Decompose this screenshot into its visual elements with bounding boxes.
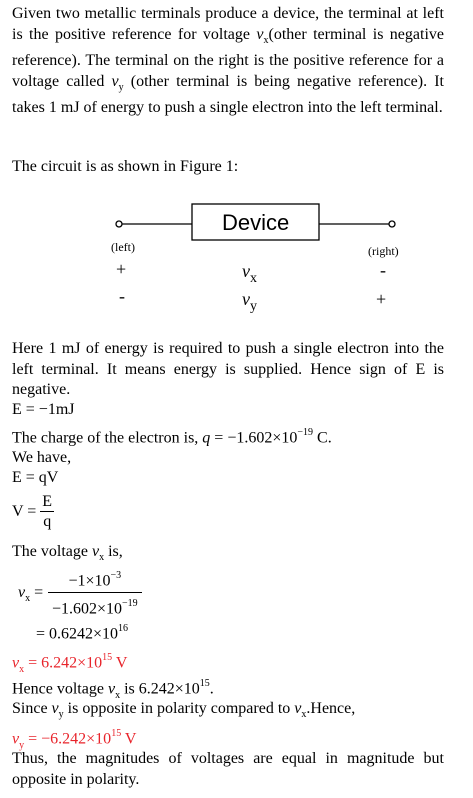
since-line: Since vy is opposite in polarity compare… [12, 700, 356, 721]
intro-paragraph: Given two metallic terminals produce a d… [12, 4, 444, 119]
vy-left-sign: - [119, 286, 125, 306]
energy-equation: E = −1mJ [12, 401, 75, 418]
vy-right-sign: + [376, 289, 387, 309]
equation-e-qv: E = qV [12, 469, 59, 486]
vx-right-sign: - [380, 260, 386, 280]
device-box [191, 203, 320, 241]
vx-figure-label: vx [242, 261, 257, 286]
intro-vy-symbol: v [111, 72, 119, 90]
we-have-label: We have, [12, 449, 72, 466]
circuit-figure [115, 203, 396, 241]
right-terminal-label: (right) [368, 244, 399, 258]
circuit-intro: The circuit is as shown in Figure 1: [12, 158, 239, 175]
calc-denominator: −1.602×10−19 [52, 598, 138, 618]
electron-charge-line: The charge of the electron is, q = −1.60… [12, 427, 332, 447]
device-label: Device [222, 210, 290, 235]
intro-vy-sub: y [118, 81, 124, 93]
energy-paragraph: Here 1 mJ of energy is required to push … [12, 340, 444, 398]
intro-vx-sub: x [263, 34, 269, 46]
hence-voltage-line: Hence voltage vx is 6.242×1015. [12, 678, 214, 701]
intro-text-1: Given two metallic terminals produce a d… [12, 5, 444, 43]
left-terminal-node [115, 220, 123, 228]
answer-vx: vx = 6.242×1015 V [12, 652, 128, 675]
voltage-vx-intro: The voltage vx is, [12, 543, 123, 564]
intro-text-2: (other terminal is negative reference). … [12, 25, 444, 90]
calc-fraction: −1×10−3 −1.602×10−19 [48, 566, 142, 622]
vx-left-sign: + [116, 259, 127, 279]
vy-figure-label: vy [242, 289, 257, 314]
right-terminal-node [388, 220, 396, 228]
answer-vy: vy = −6.242×1015 V [12, 728, 137, 751]
calc-numerator: −1×10−3 [48, 566, 142, 594]
calc-result: = 0.6242×1016 [36, 623, 129, 643]
calc-lhs: vx = [18, 584, 44, 605]
intro-vx-symbol: v [256, 25, 264, 43]
intro-text-3: (other terminal is being negative refere… [12, 72, 444, 117]
left-terminal-label: (left) [111, 240, 135, 254]
conclusion-paragraph: Thus, the magnitudes of voltages are equ… [12, 750, 444, 788]
